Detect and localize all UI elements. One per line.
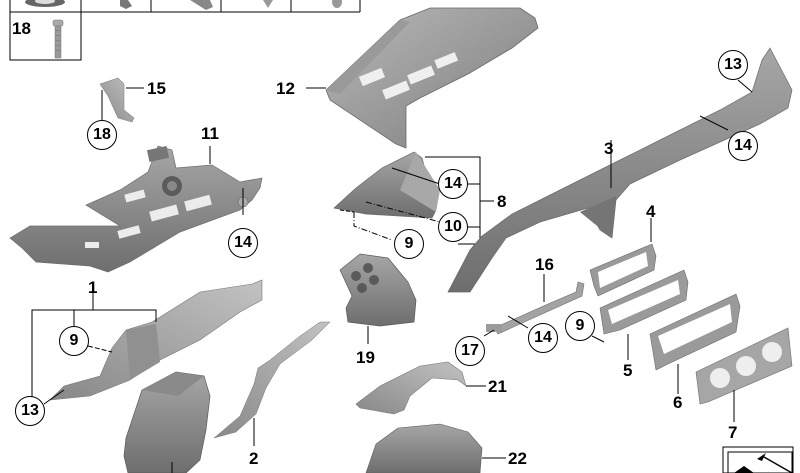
part-15-bracket bbox=[99, 77, 135, 123]
part-2-trim-strip bbox=[213, 321, 331, 446]
part-16-rail bbox=[483, 274, 585, 337]
label-part-19[interactable]: 19 bbox=[356, 348, 375, 367]
label-part-12[interactable]: 12 bbox=[276, 79, 295, 98]
part-12-upper-cover bbox=[306, 7, 539, 149]
part-8-side-trim bbox=[333, 151, 494, 245]
part-6-bezel bbox=[649, 293, 741, 394]
label-part-8[interactable]: 8 bbox=[497, 192, 507, 211]
part-22-steering-cover-lower bbox=[365, 423, 506, 473]
label-part-22[interactable]: 22 bbox=[508, 449, 527, 468]
part-5-bezel bbox=[591, 269, 689, 360]
part-4-bezel bbox=[589, 218, 657, 297]
part-3-center-trim bbox=[447, 47, 793, 293]
label-part-15[interactable]: 15 bbox=[147, 79, 166, 98]
label-part-16[interactable]: 16 bbox=[535, 255, 554, 274]
label-part-11[interactable]: 11 bbox=[201, 124, 219, 143]
label-part-2[interactable]: 2 bbox=[249, 449, 259, 468]
label-part-6[interactable]: 6 bbox=[673, 393, 683, 412]
label-18-table: 18 bbox=[12, 19, 31, 38]
fastener-thumbnails bbox=[25, 0, 342, 10]
label-part-7[interactable]: 7 bbox=[728, 423, 738, 442]
circled-9-part1[interactable]: 9 bbox=[59, 326, 89, 356]
circled-9-part5[interactable]: 9 bbox=[565, 311, 595, 341]
label-part-21[interactable]: 21 bbox=[488, 377, 507, 396]
screw-18-icon bbox=[52, 19, 64, 59]
circled-18-bracket[interactable]: 18 bbox=[87, 120, 117, 150]
navigation-arrow-box bbox=[722, 446, 794, 473]
circled-14-right[interactable]: 14 bbox=[728, 131, 758, 161]
label-part-4[interactable]: 4 bbox=[646, 202, 656, 221]
fastener-table bbox=[9, 0, 361, 61]
circled-14-group8[interactable]: 14 bbox=[438, 169, 468, 199]
circled-13-top[interactable]: 13 bbox=[718, 50, 748, 80]
label-part-1[interactable]: 1 bbox=[88, 278, 98, 297]
part-21-steering-cover-upper bbox=[355, 361, 486, 415]
circled-10-group8[interactable]: 10 bbox=[438, 212, 468, 242]
glovebox-housing bbox=[123, 371, 211, 473]
circled-9-group8[interactable]: 9 bbox=[394, 229, 424, 259]
circled-14-panel11[interactable]: 14 bbox=[228, 228, 258, 258]
part-7-control-panel bbox=[695, 327, 793, 422]
circled-17[interactable]: 17 bbox=[455, 336, 485, 366]
part-11-lower-panel bbox=[9, 145, 263, 273]
part-19-vent-housing bbox=[339, 253, 417, 344]
label-part-3[interactable]: 3 bbox=[604, 139, 614, 158]
circled-14-part16[interactable]: 14 bbox=[528, 323, 558, 353]
part-1-knee-trim bbox=[31, 279, 263, 405]
circled-13-part1[interactable]: 13 bbox=[15, 396, 45, 426]
label-part-5[interactable]: 5 bbox=[623, 361, 633, 380]
